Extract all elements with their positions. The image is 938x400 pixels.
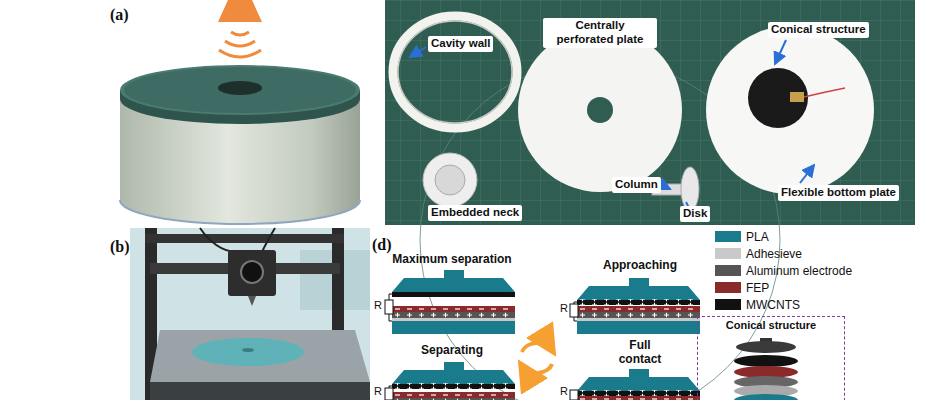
- legend-swatch: [715, 299, 741, 310]
- part-label: Disk: [680, 206, 710, 222]
- legend-swatch: [715, 265, 741, 276]
- resistor-label: R: [374, 299, 382, 312]
- state-title: Maximum separation: [392, 252, 511, 266]
- resistor-label: R: [560, 302, 568, 315]
- legend-swatch: [715, 282, 741, 293]
- resistor-label: R: [374, 385, 382, 398]
- dashed-group-box: Conical structure: [697, 316, 845, 400]
- legend-text: MWCNTS: [746, 298, 800, 312]
- group-heading: Conical structure: [698, 317, 844, 331]
- state-title: Full contact: [610, 338, 670, 367]
- legend-text: PLA: [746, 230, 769, 244]
- legend-swatch: [715, 231, 741, 242]
- part-label: Column: [612, 177, 661, 193]
- state-title: Separating: [421, 343, 483, 357]
- part-label: Embedded neck: [428, 205, 522, 221]
- resistor-label: R: [560, 385, 568, 398]
- part-label: Conical structure: [768, 22, 869, 38]
- legend-text: Aluminum electrode: [746, 264, 852, 278]
- part-label: Centrally perforated plate: [543, 18, 657, 48]
- legend-swatch: [715, 248, 741, 259]
- legend-text: Adhesieve: [746, 247, 802, 261]
- part-label: Cavity wall: [428, 36, 493, 52]
- panel-letter: (b): [110, 237, 130, 256]
- panel-letter: (a): [110, 5, 129, 24]
- panel-letter: (d): [372, 235, 392, 254]
- state-title: Approaching: [603, 258, 677, 272]
- part-label: Flexible bottom plate: [778, 185, 899, 201]
- legend-text: FEP: [746, 281, 769, 295]
